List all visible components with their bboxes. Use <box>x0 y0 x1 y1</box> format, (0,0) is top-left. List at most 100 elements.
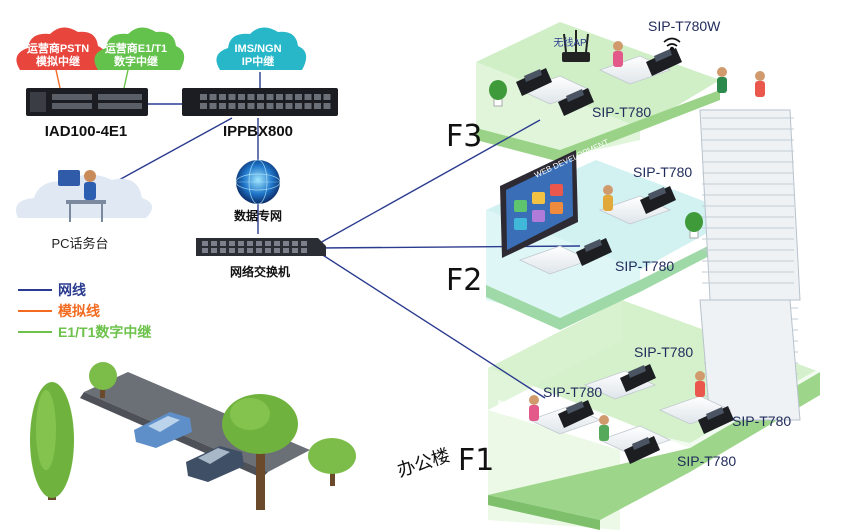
pstn-cloud: 运营商PSTN 模拟中继 <box>16 27 107 70</box>
ip-phone-icon <box>576 238 612 266</box>
phone-screen <box>566 89 584 102</box>
switch-label: 网络交换机 <box>230 264 290 279</box>
phone-label-f2-bottom: SIP-T780 <box>615 258 674 274</box>
person-body <box>717 77 727 93</box>
plant-icon <box>489 80 507 100</box>
person-body <box>755 81 765 97</box>
ims-cloud: IMS/NGN IP中继 <box>216 27 307 70</box>
ippbx-port <box>276 103 283 109</box>
phone-label-t780w: SIP-T780W <box>648 18 721 34</box>
board-tile-icon <box>532 192 545 204</box>
person-body <box>599 425 609 441</box>
person-icon <box>755 71 765 81</box>
switch-port <box>256 241 262 246</box>
e1-cables <box>123 69 129 89</box>
ip-phone-icon <box>516 68 552 96</box>
ippbx-port <box>304 94 312 100</box>
phone-label-f2-top: SIP-T780 <box>633 164 692 180</box>
switch-port <box>202 248 208 253</box>
ippbx-label: IPPBX800 <box>223 123 293 140</box>
switch-port <box>211 241 217 246</box>
ippbx-port <box>323 94 331 100</box>
ippbx-port <box>228 103 236 109</box>
switch-port <box>247 241 253 246</box>
ippbx-port <box>285 103 293 109</box>
building-name: 办公楼 <box>395 445 453 481</box>
phone-screen <box>648 187 666 200</box>
pstn-cloud-line2: 模拟中继 <box>36 54 80 68</box>
svg-text:模拟线: 模拟线 <box>58 303 100 319</box>
switch-port <box>256 248 262 253</box>
switch-port <box>229 248 235 253</box>
iad-label: IAD100-4E1 <box>45 123 128 140</box>
e1t1-cloud-line1: 运营商E1/T1 <box>105 41 167 55</box>
street-scene <box>30 362 356 510</box>
ippbx-port <box>200 103 207 109</box>
phone-screen <box>566 401 584 414</box>
phone-label-f3: SIP-T780 <box>592 104 651 120</box>
ippbx-port <box>228 94 236 100</box>
floor-label-f2: F2 <box>446 263 482 298</box>
ippbx-port <box>295 94 302 100</box>
switch-port <box>274 248 280 253</box>
pc-console: PC话务台 <box>16 170 153 251</box>
person-icon <box>599 415 609 425</box>
phone-screen <box>706 407 724 420</box>
staircase <box>699 109 801 421</box>
iad-device: IAD100-4E1 <box>26 88 148 140</box>
ippbx-port <box>314 103 321 109</box>
ip-phone-icon <box>558 400 594 428</box>
person-icon <box>613 41 623 51</box>
switch-port <box>292 241 298 246</box>
ip-phones <box>516 48 734 464</box>
phone-screen <box>628 365 646 378</box>
svg-text:网线: 网线 <box>58 282 86 298</box>
switch-port <box>301 241 307 246</box>
ip-phone-icon <box>558 88 594 116</box>
pc-console-label: PC话务台 <box>51 236 108 251</box>
car-icon <box>186 446 244 482</box>
ippbx-port <box>295 103 302 109</box>
person-body <box>529 405 539 421</box>
plant-icon <box>685 212 703 232</box>
ip-phone-icon <box>646 48 682 76</box>
ims-cloud-line1: IMS/NGN <box>234 43 281 55</box>
board-tile-icon <box>514 200 527 212</box>
ippbx-port <box>304 103 312 109</box>
ippbx-port <box>266 103 274 109</box>
tree-icon <box>308 438 356 486</box>
phone-screen <box>584 239 602 252</box>
board-tile-icon <box>550 202 563 214</box>
ip-phone-icon <box>624 436 660 464</box>
switch-port <box>220 248 226 253</box>
phone-label-f1-bottom: SIP-T780 <box>677 453 736 469</box>
data-network-globe: 数据专网 <box>234 159 282 223</box>
ippbx-port <box>285 94 293 100</box>
pstn-cloud-line1: 运营商PSTN <box>27 41 89 55</box>
tree-icon <box>222 394 298 510</box>
ippbx-port <box>200 94 207 100</box>
person-body <box>695 381 705 397</box>
cable-switch-f2 <box>317 245 581 249</box>
wifi-ap-icon <box>562 30 590 62</box>
ip-phone-icon <box>640 186 676 214</box>
analog-cables <box>55 69 61 89</box>
legend-item-e1: E1/T1数字中继 <box>18 324 151 340</box>
person-icon <box>717 67 727 77</box>
ippbx-port <box>247 94 255 100</box>
switch-port <box>238 241 244 246</box>
switch-port <box>211 248 217 253</box>
switch-port <box>238 248 244 253</box>
person-icon <box>529 395 539 405</box>
phone-label-f1-left: SIP-T780 <box>543 384 602 400</box>
wifi-ap-label: 无线AP <box>553 36 587 49</box>
svg-text:E1/T1数字中继: E1/T1数字中继 <box>58 324 151 340</box>
ippbx-port <box>257 94 264 100</box>
switch-port <box>202 241 208 246</box>
legend-item-analog: 模拟线 <box>18 303 100 319</box>
ippbx-port <box>247 103 255 109</box>
ippbx-port <box>314 94 321 100</box>
person-icon <box>603 185 613 195</box>
person-body <box>603 195 613 211</box>
